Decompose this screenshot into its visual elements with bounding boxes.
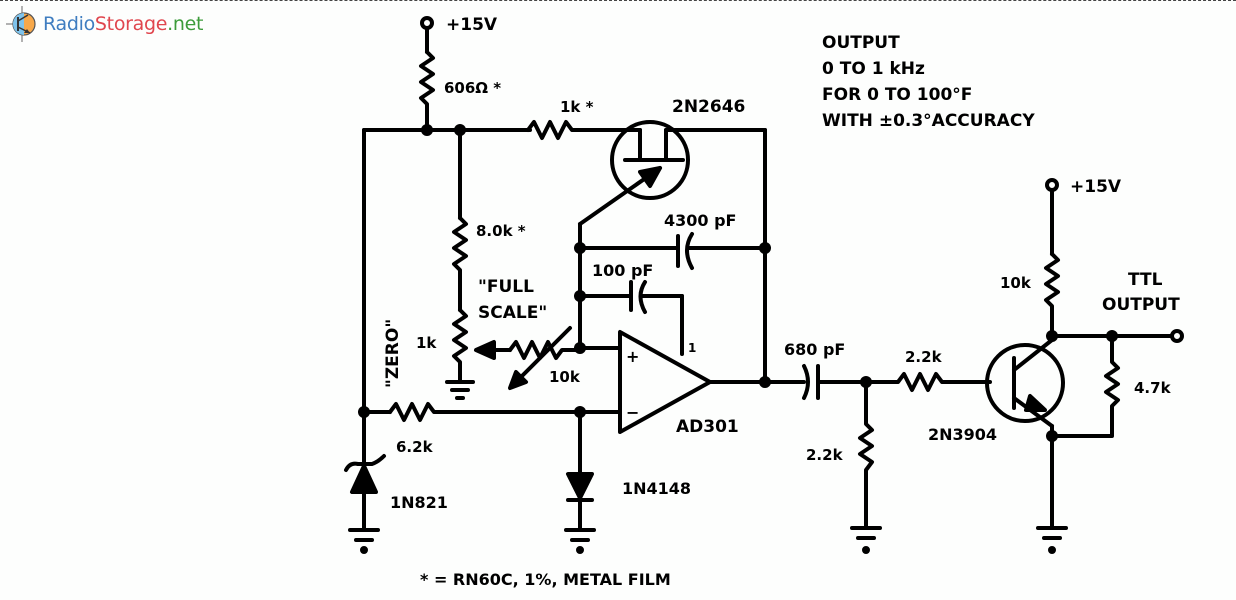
logo-text-radio: Radio (43, 13, 95, 35)
capacitor-4300pf (578, 232, 767, 270)
junction-dot (574, 242, 586, 254)
label-r-1k-star: 1k * (560, 98, 594, 116)
resistor-606 (419, 50, 435, 132)
label-r-4-7k: 4.7k (1134, 379, 1172, 397)
label-r-10k: 10k (1000, 274, 1032, 292)
diode-1n4148 (566, 410, 594, 532)
junction-dot (1046, 330, 1058, 342)
junction-dot (574, 406, 586, 418)
junction-dot (860, 376, 872, 388)
label-transistor: 2N3904 (928, 425, 997, 444)
note-output-line-3: FOR 0 TO 100°F (822, 85, 972, 105)
junction-dots (358, 124, 1118, 442)
ujt-2n2646 (578, 120, 767, 226)
pot-10k (474, 326, 582, 390)
junction-dot (421, 124, 433, 136)
label-r-8k: 8.0k * (476, 222, 526, 240)
label-zener: 1N821 (390, 493, 448, 512)
resistor-10k (1044, 252, 1060, 338)
ground-zener (348, 528, 380, 554)
label-c-680: 680 pF (784, 340, 845, 359)
note-output-line-2: 0 TO 1 kHz (822, 59, 925, 79)
ttl-output-terminal (1170, 329, 1184, 343)
transistor-2n3904 (985, 338, 1065, 428)
resistor-2-2k-shunt (858, 380, 874, 530)
ground-transistor (1036, 526, 1068, 554)
label-c-4300: 4300 pF (664, 211, 736, 230)
label-r-6-2k: 6.2k (396, 438, 434, 456)
label-opamp-plus: + (626, 347, 639, 366)
note-output-line-1: OUTPUT (822, 33, 900, 53)
logo-text: RadioStorage.net (43, 13, 203, 35)
label-opamp-pin: 1 (688, 341, 696, 355)
junction-dot (759, 242, 771, 254)
junction-dot (358, 406, 370, 418)
site-logo[interactable]: RadioStorage.net (6, 6, 203, 42)
label-full-scale-1: "FULL (478, 277, 534, 297)
junction-dot (759, 376, 771, 388)
label-pot-1k: 1k (416, 334, 437, 352)
junction-dot (574, 342, 586, 354)
resistor-2-2k-series (864, 372, 992, 392)
label-footnote: * = RN60C, 1%, METAL FILM (420, 570, 671, 589)
opamp-ad301 (618, 330, 712, 434)
ground-pot-1k (445, 380, 475, 400)
supply-terminal-top (420, 16, 434, 54)
junction-dot (1046, 430, 1058, 442)
resistor-4-7k (1050, 334, 1120, 438)
capacitor-680pf (763, 364, 868, 400)
label-ttl-2: OUTPUT (1102, 295, 1180, 315)
label-opamp: AD301 (676, 417, 739, 437)
label-supply-right: +15V (1070, 177, 1122, 197)
label-pot-10k: 10k (549, 368, 581, 386)
junction-dot (454, 124, 466, 136)
label-full-scale-2: SCALE" (478, 303, 547, 323)
supply-terminal-right (1045, 178, 1059, 256)
label-ujt: 2N2646 (672, 97, 745, 117)
ground-diode (564, 528, 596, 554)
transistor-logo-icon (6, 6, 36, 42)
capacitor-100pf (578, 280, 684, 356)
junction-dot (574, 290, 586, 302)
label-r-606: 606Ω * (444, 79, 501, 97)
zener-1n821 (344, 410, 386, 532)
resistor-6-2k (388, 402, 582, 422)
label-c-100: 100 pF (592, 261, 653, 280)
label-opamp-minus: − (626, 403, 639, 422)
logo-text-net: .net (167, 13, 204, 35)
note-output-line-4: WITH ±0.3°ACCURACY (822, 111, 1035, 131)
label-r-2-2k-shunt: 2.2k (806, 446, 844, 464)
junction-dot (1106, 330, 1118, 342)
top-dashed-border (0, 0, 1236, 1)
logo-text-storage: Storage (94, 13, 168, 35)
ground-shunt (850, 526, 882, 554)
label-diode: 1N4148 (622, 479, 691, 498)
pot-1k (452, 308, 468, 384)
resistor-8k (452, 216, 468, 312)
label-zero: "ZERO" (383, 319, 403, 388)
label-supply-top: +15V (446, 15, 498, 35)
label-ttl-1: TTL (1128, 270, 1163, 290)
resistor-1k-star (526, 120, 612, 140)
label-r-2-2k-series: 2.2k (905, 348, 943, 366)
